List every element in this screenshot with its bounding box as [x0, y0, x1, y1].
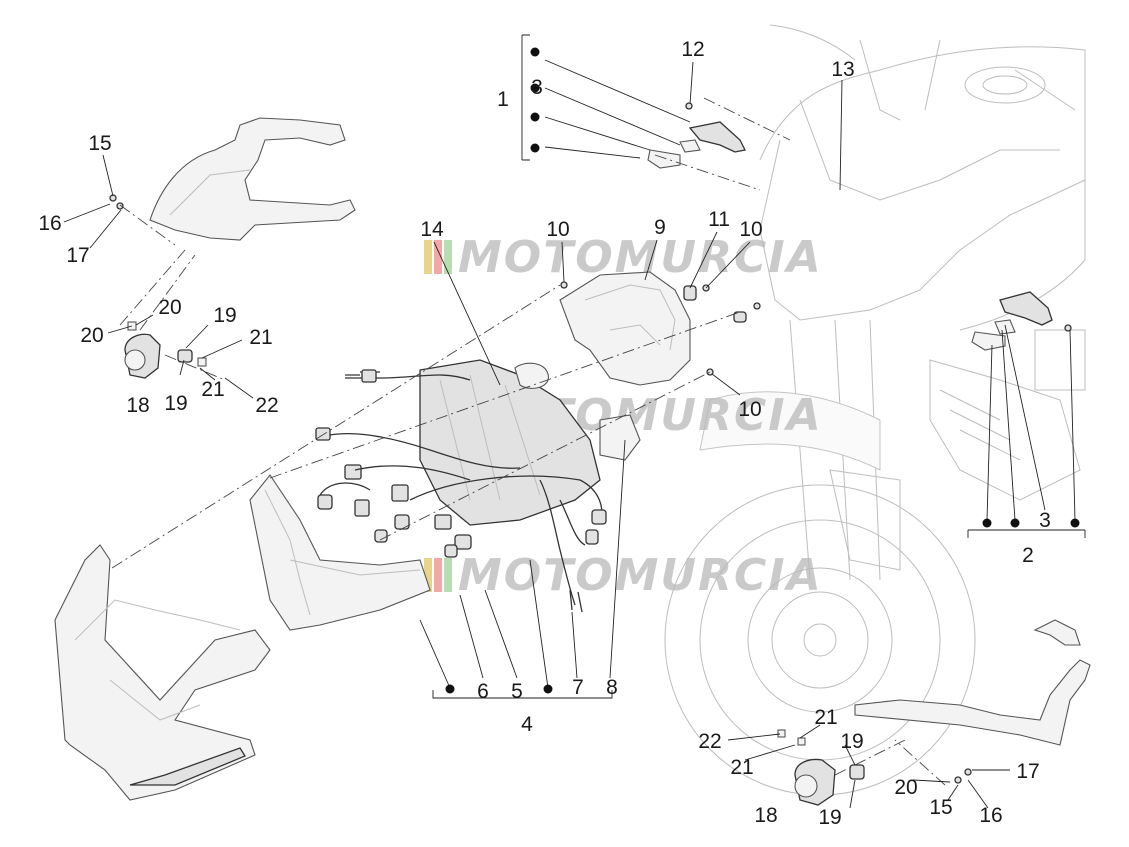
fog-lamp-right	[777, 729, 865, 806]
part-label-17-left: 17	[66, 244, 89, 267]
part-label-3-right: 3	[1039, 509, 1051, 532]
part-label-22-right: 22	[698, 730, 721, 753]
crash-bar-right	[854, 619, 1091, 746]
part-label-6: 6	[477, 680, 489, 703]
part-label-7: 7	[572, 676, 584, 699]
part-label-17-right: 17	[1016, 760, 1039, 783]
assembly-lines	[111, 97, 946, 786]
part-label-13: 13	[831, 58, 854, 81]
part-label-19-left-top: 19	[213, 304, 236, 327]
part-label-21-left-top: 21	[249, 326, 272, 349]
fasteners	[109, 102, 1072, 784]
part-label-2: 2	[1022, 544, 1034, 567]
part-label-22-left: 22	[255, 394, 278, 417]
part-label-5: 5	[511, 680, 523, 703]
part-label-20-right: 20	[894, 776, 917, 799]
part-label-19-right-top: 19	[840, 730, 863, 753]
wiring-harness	[315, 369, 607, 613]
turn-signal-front-left	[647, 121, 746, 169]
svg-text:MOTOMURCIA: MOTOMURCIA	[458, 550, 823, 601]
part-label-19-right: 19	[818, 806, 841, 829]
part-label-9: 9	[654, 216, 666, 239]
part-label-15-right: 15	[929, 796, 952, 819]
instrument-dashboard	[559, 271, 691, 386]
watermark-bottom: MOTOMURCIA	[424, 550, 823, 601]
part-label-10-bottom: 10	[738, 398, 761, 421]
part-label-18-right: 18	[754, 804, 777, 827]
part-label-21-right: 21	[730, 756, 753, 779]
part-label-1: 1	[497, 88, 509, 111]
part-label-10-right: 10	[739, 218, 762, 241]
leader-lines	[63, 34, 1086, 809]
crash-bar-left	[149, 117, 356, 241]
part-label-8: 8	[606, 676, 618, 699]
part-label-14: 14	[420, 218, 444, 241]
part-label-12: 12	[681, 38, 704, 61]
part-label-11: 11	[708, 208, 730, 231]
part-label-19-left: 19	[164, 392, 187, 415]
part-label-10-top: 10	[546, 218, 569, 241]
part-label-15-left: 15	[88, 132, 111, 155]
fog-lamp-left	[124, 321, 207, 379]
front-fairing	[54, 544, 271, 801]
part-label-3-top: 3	[531, 76, 543, 99]
bullet-dots	[445, 47, 1080, 694]
part-label-20-left: 20	[80, 324, 103, 347]
part-number-labels: 1 3 12 13 15 16 17 14 10 9 11 10 10 20 2…	[38, 38, 1051, 829]
part-label-18-left: 18	[126, 394, 149, 417]
headlight-assembly	[249, 359, 641, 631]
turn-signal-front-right	[971, 291, 1053, 351]
part-label-16-right: 16	[979, 804, 1002, 827]
part-label-4: 4	[521, 713, 533, 736]
part-label-16-left: 16	[38, 212, 61, 235]
part-label-21-right-top: 21	[814, 706, 837, 729]
part-label-20-left-top: 20	[158, 296, 181, 319]
part-label-21-left: 21	[201, 378, 224, 401]
